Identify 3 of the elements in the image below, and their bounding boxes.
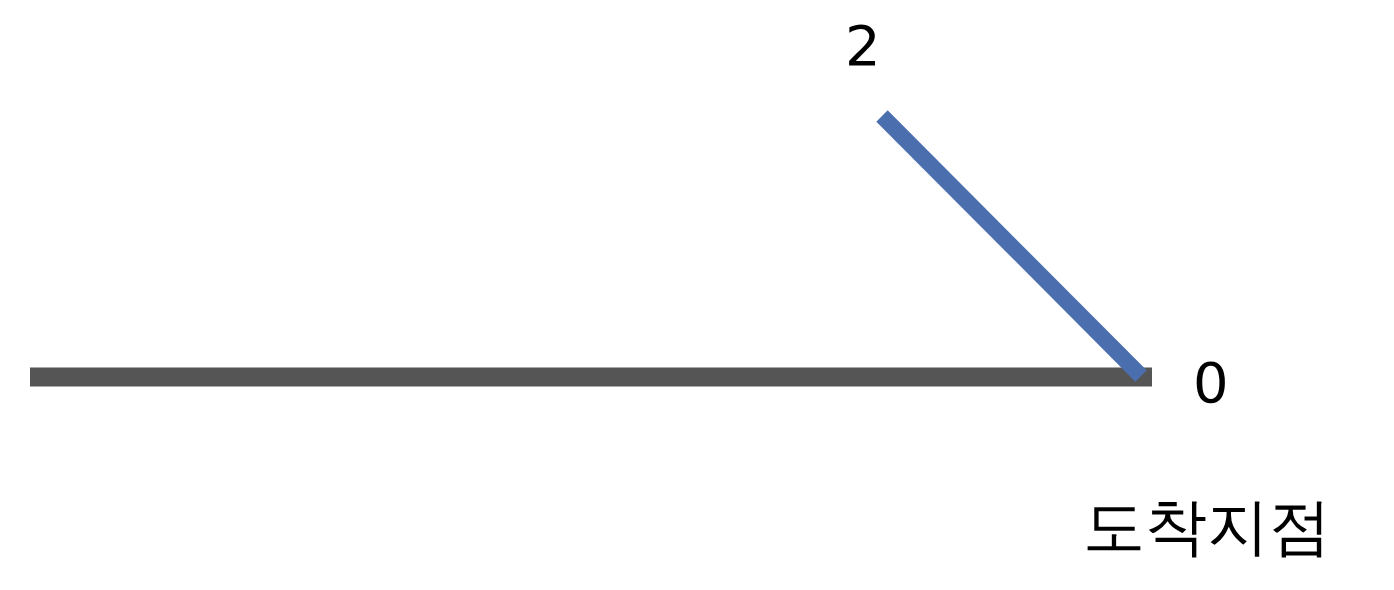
number-label: 2	[845, 18, 881, 74]
number-label: 0	[1193, 355, 1229, 411]
point-label: 도착지점	[1083, 496, 1331, 558]
